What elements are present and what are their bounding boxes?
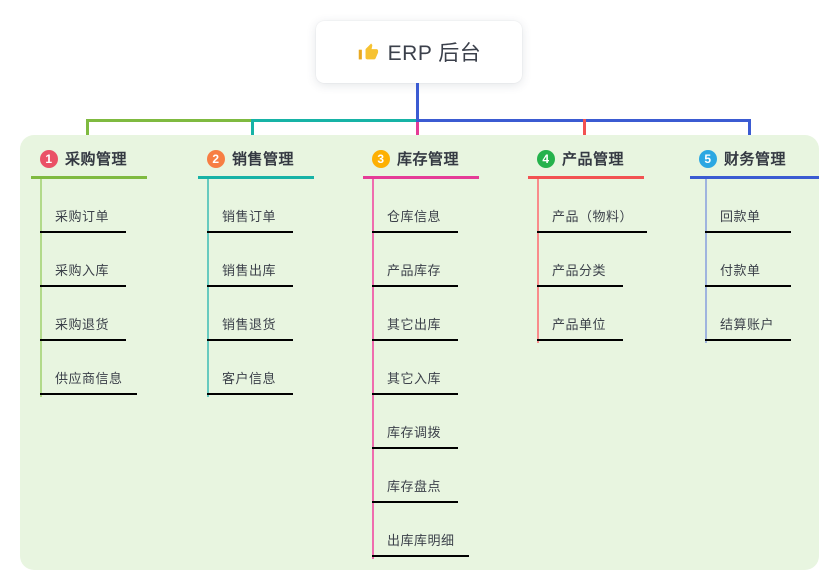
branch-purchase: 1 采购管理 采购订单 采购入库 采购退货 供应商信息 [31,149,191,397]
connector-drop-finance [748,119,751,145]
branch-number-badge: 3 [372,149,390,168]
connector-drop-inventory [416,122,419,145]
branch-children-list: 仓库信息 产品库存 其它出库 其它入库 库存调拨 库存盘点 出库库明细 [372,179,469,557]
branch-product: 4 产品管理 产品（物料） 产品分类 产品单位 [528,149,688,343]
branch-children-connector [207,179,209,397]
branch-title-label: 库存管理 [397,151,460,168]
branch-title-label: 产品管理 [562,151,625,168]
child-node-purchase-order[interactable]: 采购订单 [40,179,126,233]
connector-horizontal-teal [251,119,417,122]
connector-horizontal-green [86,119,253,122]
child-node-product-unit[interactable]: 产品单位 [537,287,623,341]
child-node-stock-taking[interactable]: 库存盘点 [372,449,458,503]
child-node-payment-bill[interactable]: 付款单 [705,233,791,287]
child-node-other-inbound[interactable]: 其它入库 [372,341,458,395]
branch-inventory: 3 库存管理 仓库信息 产品库存 其它出库 其它入库 库存调拨 库存盘点 出库库… [363,149,523,559]
child-node-product-stock[interactable]: 产品库存 [372,233,458,287]
child-node-warehouse-info[interactable]: 仓库信息 [372,179,458,233]
child-node-settlement-account[interactable]: 结算账户 [705,287,791,341]
root-node[interactable]: ERP 后台 [316,21,522,83]
branch-children-list: 回款单 付款单 结算账户 [705,179,791,341]
branch-finance: 5 财务管理 回款单 付款单 结算账户 [690,149,839,343]
branch-children-connector [372,179,374,559]
child-node-sales-return[interactable]: 销售退货 [207,287,293,341]
branch-title-label: 销售管理 [232,151,295,168]
branch-children-connector [40,179,42,397]
branch-children-list: 产品（物料） 产品分类 产品单位 [537,179,648,341]
child-node-customer-info[interactable]: 客户信息 [207,341,293,395]
branch-sales-title[interactable]: 2 销售管理 [198,149,314,179]
connector-drop-product [583,119,586,145]
child-node-purchase-return[interactable]: 采购退货 [40,287,126,341]
child-node-other-outbound[interactable]: 其它出库 [372,287,458,341]
branch-children-connector [705,179,707,343]
connector-drop-sales [251,119,254,145]
branch-title-label: 采购管理 [65,151,128,168]
child-node-sales-order[interactable]: 销售订单 [207,179,293,233]
child-node-product-material[interactable]: 产品（物料） [537,179,648,233]
branch-children-list: 采购订单 采购入库 采购退货 供应商信息 [40,179,137,395]
branch-number-badge: 4 [537,149,555,168]
branch-purchase-title[interactable]: 1 采购管理 [31,149,147,179]
branch-children-connector [537,179,539,343]
branch-finance-title[interactable]: 5 财务管理 [690,149,819,179]
branch-number-badge: 2 [207,149,225,168]
child-node-outbound-detail[interactable]: 出库库明细 [372,503,469,557]
child-node-supplier-info[interactable]: 供应商信息 [40,341,137,395]
root-label: ERP 后台 [387,42,482,65]
connector-drop-purchase [86,119,89,145]
branch-inventory-title[interactable]: 3 库存管理 [363,149,479,179]
thumbs-up-icon [358,43,378,60]
branch-sales: 2 销售管理 销售订单 销售出库 销售退货 客户信息 [198,149,358,397]
child-node-receipt-bill[interactable]: 回款单 [705,179,791,233]
branch-children-list: 销售订单 销售出库 销售退货 客户信息 [207,179,293,395]
branch-title-label: 财务管理 [724,151,787,168]
connector-root-vertical [416,83,419,121]
child-node-product-category[interactable]: 产品分类 [537,233,623,287]
branches-panel: 1 采购管理 采购订单 采购入库 采购退货 供应商信息 2 销售管理 销售订单 … [20,135,819,570]
branch-number-badge: 1 [40,149,58,168]
branch-product-title[interactable]: 4 产品管理 [528,149,644,179]
child-node-stock-transfer[interactable]: 库存调拨 [372,395,458,449]
branch-number-badge: 5 [699,149,717,168]
child-node-sales-outbound[interactable]: 销售出库 [207,233,293,287]
child-node-purchase-inbound[interactable]: 采购入库 [40,233,126,287]
